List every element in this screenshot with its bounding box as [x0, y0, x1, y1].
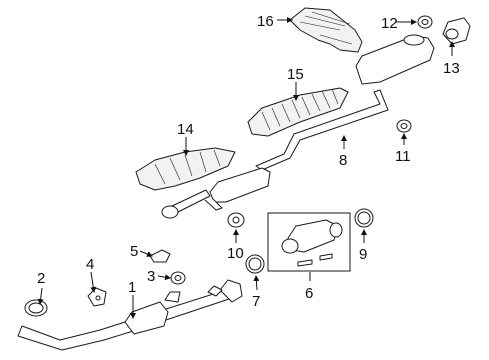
front-pipe-part-1: [17, 279, 243, 351]
rubber-mount-part-12: [417, 15, 433, 29]
center-pipe-muffler-assembly-part-8: [161, 34, 435, 219]
leader-lines: [37, 17, 455, 319]
callout-7: 7: [252, 293, 260, 310]
gasket-part-2: [24, 299, 48, 317]
gasket-part-7: [245, 254, 265, 274]
callout-2: 2: [37, 270, 45, 287]
callout-6: 6: [305, 285, 313, 302]
front-heat-shield-part-14: [135, 147, 236, 191]
hanger-rubber-part-11: [396, 119, 412, 133]
callout-4: 4: [86, 256, 94, 273]
gasket-part-9: [354, 208, 374, 228]
hanger-bracket-part-5: [149, 249, 171, 263]
callout-1: 1: [128, 279, 136, 296]
callout-8: 8: [339, 152, 347, 169]
catalytic-converter-part-6: [267, 212, 351, 272]
callout-14: 14: [177, 121, 194, 138]
callout-13: 13: [443, 60, 460, 77]
callout-12: 12: [381, 15, 398, 32]
center-heat-shield-part-15: [247, 87, 349, 137]
callout-5: 5: [130, 243, 138, 260]
hanger-rubber-part-3: [170, 271, 186, 285]
callout-10: 10: [227, 245, 244, 262]
bracket-part-4: [87, 287, 107, 307]
callout-15: 15: [287, 66, 304, 83]
hanger-rubber-part-10: [227, 212, 245, 228]
callout-numbers: 1 2 3 4 5 6 7 8 9 10 11 12 13 14 15 16: [37, 13, 460, 310]
callout-3: 3: [147, 268, 155, 285]
exhaust-tip-part-13: [442, 17, 471, 45]
upper-heat-shield-part-16: [289, 7, 363, 53]
callout-9: 9: [359, 246, 367, 263]
callout-16: 16: [257, 13, 274, 30]
callout-11: 11: [395, 148, 411, 165]
